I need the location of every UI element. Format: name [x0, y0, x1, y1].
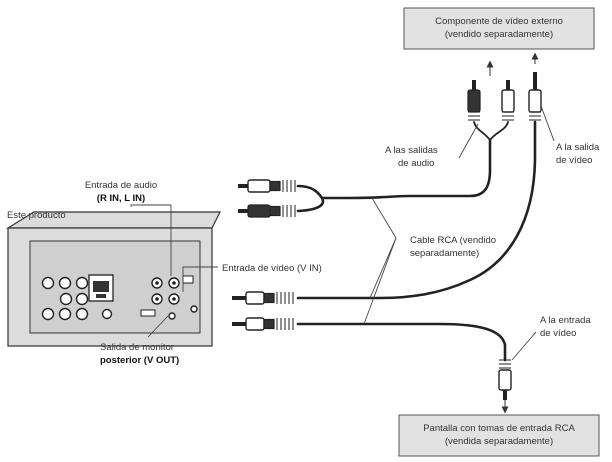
- audio-outputs-label: A las salidas: [385, 145, 438, 156]
- video-input-label: Entrada de vídeo (V IN): [222, 263, 322, 274]
- audio-plug-pair-top: [467, 80, 515, 121]
- labels: Este producto Entrada de audio (R IN, L …: [7, 142, 600, 366]
- rca-cable-sublabel: separadamente): [410, 248, 479, 259]
- video-input-target-label: A la entrada: [540, 315, 591, 326]
- svg-text:Entrada de audio: Entrada de audio: [85, 180, 157, 191]
- svg-text:Pantalla con tomas de entrada: Pantalla con tomas de entrada RCA: [423, 423, 575, 434]
- svg-text:(vendido separadamente): (vendido separadamente): [445, 29, 553, 40]
- external-component-note: (vendido separadamente): [445, 29, 553, 40]
- display-box: Pantalla con tomas de entrada RCA (vendi…: [398, 414, 600, 457]
- rear-monitor-output-sublabel: posterior (V OUT): [100, 355, 179, 366]
- audio-plug-bottom: [238, 204, 296, 218]
- audio-plug-pair-left: [238, 179, 296, 218]
- rear-monitor-output-label: Salida de monitor: [100, 342, 174, 353]
- svg-text:(R IN, L IN): (R IN, L IN): [97, 193, 145, 204]
- external-video-component-box: Componente de vídeo externo (vendido sep…: [403, 7, 595, 50]
- audio-plug-top-right: [501, 80, 515, 121]
- rca-cable-label: Cable RCA (vendido: [410, 235, 496, 246]
- audio-outputs-sublabel: de audio: [398, 158, 434, 169]
- direction-arrows: [486, 52, 539, 414]
- product-unit: [5, 211, 221, 347]
- cables: [296, 120, 537, 362]
- video-plug-vin: [232, 291, 294, 305]
- video-plug-top: [528, 72, 542, 121]
- product-connector-cluster: [41, 274, 114, 321]
- display-title: Pantalla con tomas de entrada RCA: [423, 423, 575, 434]
- video-output-sublabel: de vídeo: [556, 155, 592, 166]
- audio-plug-top: [238, 179, 296, 193]
- video-output-label: A la salida: [556, 142, 600, 153]
- audio-input-label: Entrada de audio: [85, 180, 157, 191]
- audio-plug-top-left: [467, 80, 481, 121]
- leader-lines: [130, 105, 555, 361]
- display-note: (vendida separadamente): [445, 436, 553, 447]
- video-plug-bottom: [498, 359, 512, 400]
- product-label: Este producto: [7, 210, 66, 221]
- svg-text:Componente de vídeo externo: Componente de vídeo externo: [435, 16, 563, 27]
- audio-input-sublabel: (R IN, L IN): [97, 193, 145, 204]
- video-input-target-sublabel: de vídeo: [540, 328, 576, 339]
- svg-text:(vendida separadamente): (vendida separadamente): [445, 436, 553, 447]
- video-plug-vout: [232, 317, 294, 331]
- external-component-title: Componente de vídeo externo: [435, 16, 563, 27]
- product-rca-jack-cluster: [140, 275, 198, 320]
